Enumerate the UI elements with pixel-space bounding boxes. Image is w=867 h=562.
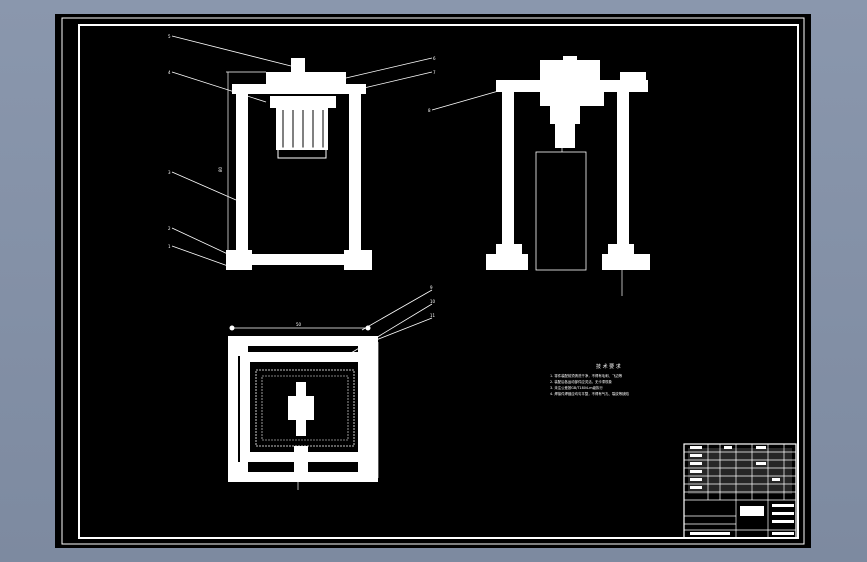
carriage: [270, 96, 336, 108]
callout-4: 4: [168, 70, 171, 75]
top-bracket: [266, 72, 346, 84]
bottom-beam: [226, 254, 372, 265]
callout-2: 2: [168, 226, 171, 231]
side-view: 8: [428, 56, 650, 296]
tech-req-item: 3. 未注公差按GB/T1804-m级执行: [550, 385, 603, 390]
tech-req-item: 4. 焊接件焊缝应均匀平整，不得有气孔、裂纹等缺陷: [550, 391, 630, 396]
left-foot: [226, 250, 252, 270]
left-column: [236, 88, 248, 260]
callout-6: 6: [433, 56, 436, 61]
callout-9: 9: [430, 285, 433, 290]
front-dimension-label: 80: [218, 166, 223, 172]
side-left-column: [502, 84, 514, 264]
callout-8: 8: [428, 108, 431, 113]
callout-7: 7: [433, 70, 436, 75]
callout-3: 3: [168, 170, 171, 175]
top-beam: [232, 84, 366, 94]
side-top-beam: [496, 80, 648, 92]
sheet-outer-border: [61, 17, 805, 545]
callout-5: 5: [168, 34, 171, 39]
tech-req-title: 技 术 要 求: [596, 363, 621, 370]
callout-10: 10: [430, 299, 436, 304]
right-foot: [344, 250, 372, 270]
top-view: 50 9 10 11: [228, 285, 436, 490]
callout-11: 11: [430, 313, 436, 318]
side-right-column: [617, 84, 629, 264]
tech-req-item: 1. 零件装配前须清洗干净，不得有毛刺、飞边等: [550, 373, 623, 378]
callout-1: 1: [168, 244, 171, 249]
workpiece: [535, 151, 587, 271]
title-block: [683, 443, 797, 539]
tech-req-item: 2. 装配后各运动部件应灵活，无卡滞现象: [550, 379, 613, 384]
drawing-sheet: [55, 14, 811, 548]
sheet-inner-border: [78, 24, 799, 539]
gripper-block: [276, 108, 328, 150]
technical-requirements: 技 术 要 求 1. 零件装配前须清洗干净，不得有毛刺、飞边等 2. 装配后各运…: [550, 363, 630, 396]
front-view: 80 1 2 3 4 5 6 7: [168, 34, 436, 270]
right-column: [349, 88, 361, 260]
top-dimension-label: 50: [296, 322, 302, 327]
